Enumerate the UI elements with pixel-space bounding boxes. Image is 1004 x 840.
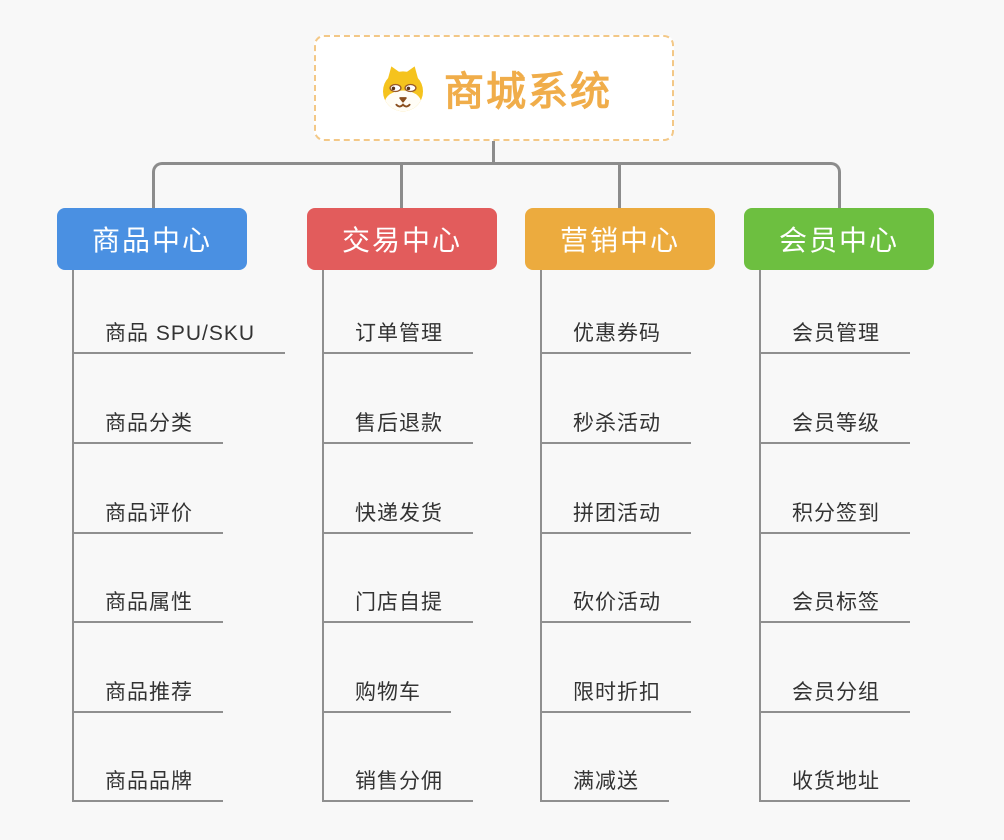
subtopic[interactable]: 售后退款 bbox=[322, 410, 473, 444]
subtopic[interactable]: 商品评价 bbox=[72, 500, 223, 534]
subtopic[interactable]: 砍价活动 bbox=[540, 589, 691, 623]
connector-spine-member bbox=[759, 270, 761, 802]
connector-drop-marketing bbox=[618, 163, 621, 209]
connector-spine-trade bbox=[322, 270, 324, 802]
subtopic[interactable]: 商品推荐 bbox=[72, 679, 223, 713]
subtopic[interactable]: 快递发货 bbox=[322, 500, 473, 534]
subtopic[interactable]: 商品品牌 bbox=[72, 768, 223, 802]
subtopic[interactable]: 销售分佣 bbox=[322, 768, 473, 802]
subtopic[interactable]: 会员分组 bbox=[759, 679, 910, 713]
connector-spine-product bbox=[72, 270, 74, 802]
connector-root-stub bbox=[492, 140, 495, 164]
subtopic[interactable]: 满减送 bbox=[540, 768, 669, 802]
connector-elbow-right bbox=[493, 162, 841, 209]
subtopic[interactable]: 门店自提 bbox=[322, 589, 473, 623]
connector-drop-trade bbox=[400, 163, 403, 209]
subtopic[interactable]: 商品 SPU/SKU bbox=[72, 320, 286, 354]
branch-topic-member-center[interactable]: 会员中心 bbox=[744, 208, 934, 270]
root-topic-label: 商城系统 bbox=[444, 70, 612, 114]
subtopic[interactable]: 商品分类 bbox=[72, 410, 223, 444]
subtopic[interactable]: 会员标签 bbox=[759, 589, 910, 623]
branch-topic-trade-center[interactable]: 交易中心 bbox=[307, 208, 497, 270]
subtopic[interactable]: 限时折扣 bbox=[540, 679, 691, 713]
subtopic[interactable]: 会员等级 bbox=[759, 410, 910, 444]
subtopic[interactable]: 会员管理 bbox=[759, 320, 910, 354]
subtopic[interactable]: 优惠券码 bbox=[540, 320, 691, 354]
connector-elbow-left bbox=[152, 162, 493, 209]
root-topic[interactable]: 商城系统 bbox=[314, 35, 674, 141]
connector-spine-marketing bbox=[540, 270, 542, 802]
subtopic[interactable]: 订单管理 bbox=[322, 320, 473, 354]
branch-topic-marketing-center[interactable]: 营销中心 bbox=[525, 208, 715, 270]
branch-topic-product-center[interactable]: 商品中心 bbox=[57, 208, 247, 270]
subtopic[interactable]: 积分签到 bbox=[759, 500, 910, 534]
dog-face-icon bbox=[383, 66, 423, 112]
subtopic[interactable]: 商品属性 bbox=[72, 589, 223, 623]
subtopic[interactable]: 购物车 bbox=[322, 679, 451, 713]
subtopic[interactable]: 秒杀活动 bbox=[540, 410, 691, 444]
subtopic[interactable]: 收货地址 bbox=[759, 768, 910, 802]
subtopic[interactable]: 拼团活动 bbox=[540, 500, 691, 534]
